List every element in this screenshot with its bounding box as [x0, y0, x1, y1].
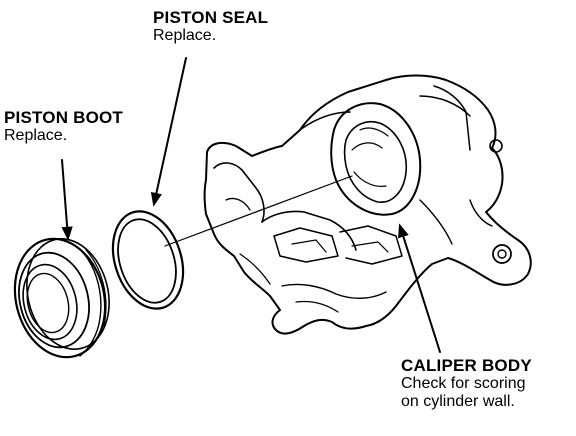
caliper-body-drawing — [203, 74, 532, 335]
caliper-body-leader-arrow — [398, 223, 441, 353]
caliper-body-title: CALIPER BODY — [401, 356, 532, 375]
piston-boot-title: PISTON BOOT — [4, 108, 124, 127]
piston-seal-drawing — [111, 210, 185, 310]
piston-seal-title: PISTON SEAL — [153, 8, 269, 27]
piston-boot-leader-arrow — [61, 159, 73, 241]
caliper-body-note-line1: Check for scoring — [401, 375, 526, 393]
piston-boot-label: PISTON BOOT Replace. — [4, 108, 123, 145]
piston-seal-label: PISTON SEAL Replace. — [153, 8, 268, 45]
piston-boot-drawing — [13, 237, 110, 359]
piston-seal-note: Replace. — [153, 27, 217, 45]
piston-boot-note: Replace. — [4, 127, 68, 145]
caliper-body-label: CALIPER BODY Check for scoring on cylind… — [401, 356, 532, 411]
leader-arrows — [61, 57, 441, 353]
piston-seal-leader-arrow — [150, 57, 187, 207]
caliper-body-note-line2: on cylinder wall. — [401, 392, 515, 410]
